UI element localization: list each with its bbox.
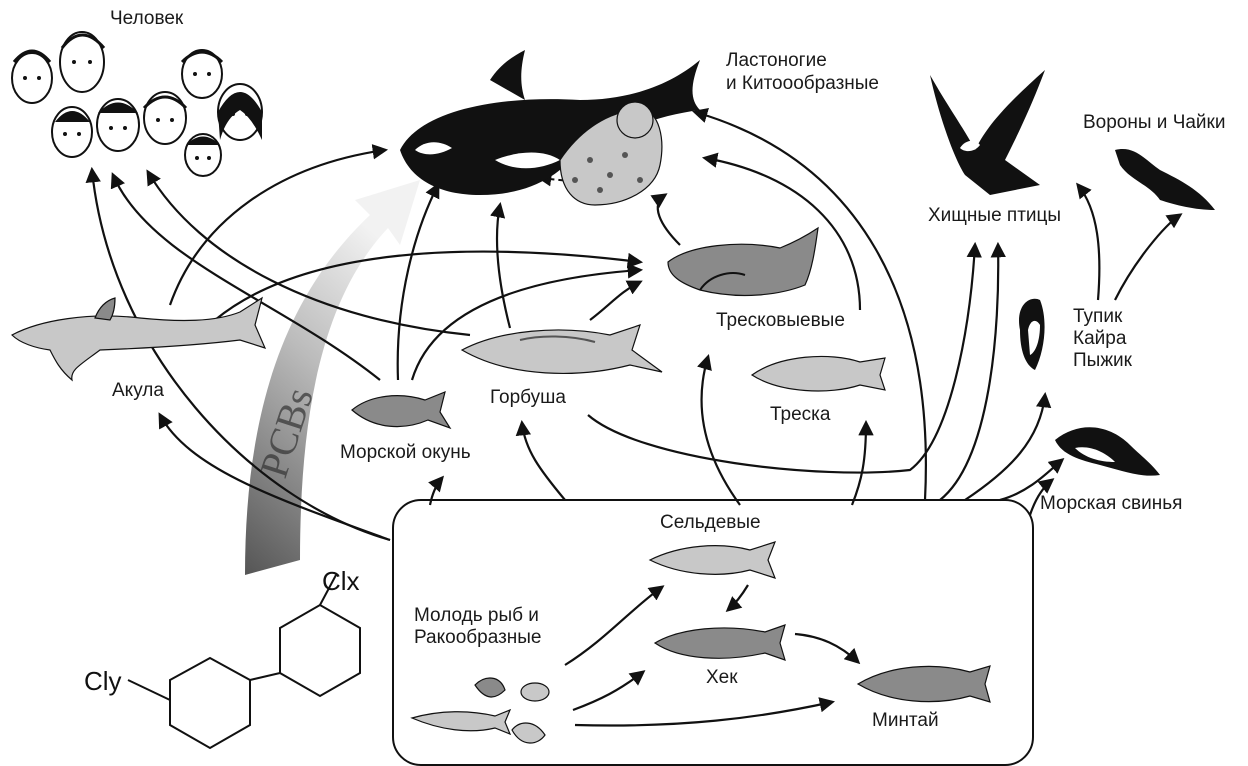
hake-illustration [655,625,785,660]
pcb-molecule [128,575,360,748]
pcbs-arrow: PCBs [245,180,420,575]
label-human: Человек [110,8,183,31]
label-cod: Треска [770,404,830,427]
salmon-illustration [462,325,662,373]
label-crows-gulls: Вороны и Чайки [1083,112,1225,135]
puffin-illustration [1019,299,1045,370]
porpoise-illustration [1055,427,1160,475]
cly-label: Cly [84,666,122,696]
label-birds-of-prey: Хищные птицы [928,205,1061,228]
eagle-illustration [930,70,1045,195]
label-puffin-murre-auklet: Тупик Кайра Пыжик [1073,306,1132,372]
pollock-illustration [858,666,990,702]
label-hake: Хек [706,667,738,690]
label-porpoise: Морская свинья [1040,493,1182,516]
crow-illustration [1115,149,1215,210]
cod-family-illustration [668,228,818,295]
human-faces [12,32,262,176]
label-pollock: Минтай [872,710,939,733]
label-salmon: Горбуша [490,387,566,410]
clx-label: Clx [322,566,360,596]
label-shark: Акула [112,380,164,403]
herring-illustration [650,542,775,578]
cod-illustration [752,356,885,391]
juveniles-illustration [412,678,549,743]
label-rockfish: Морской окунь [340,442,471,465]
label-herring: Сельдевые [660,512,761,535]
label-juveniles-crustaceans: Молодь рыб и Ракообразные [414,605,542,649]
label-cod-family: Тресковыевые [716,310,845,333]
label-pinnipeds-cetaceans: Ластоногие и Китоообразные [726,50,879,96]
rockfish-illustration [352,392,450,428]
